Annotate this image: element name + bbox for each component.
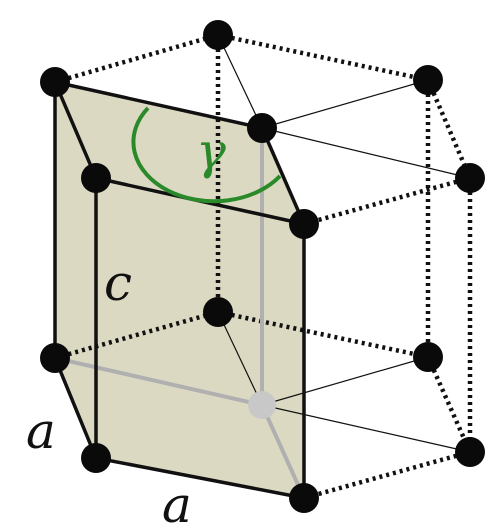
- atom-bottom-left: [40, 343, 70, 373]
- atom-bottom-center-hidden: [248, 391, 276, 419]
- gamma-angle-arc: [131, 106, 282, 204]
- atoms: [40, 20, 485, 513]
- top-center-lines: [217, 34, 471, 179]
- atom-top-back-right: [413, 65, 443, 95]
- atom-bottom-right: [455, 437, 485, 467]
- unit-cell-solid-edges: [53, 80, 306, 500]
- atom-bottom-front-left: [81, 443, 111, 473]
- atom-top-front-right: [289, 209, 319, 239]
- atom-bottom-back-right: [413, 342, 443, 372]
- atom-top-back-left: [203, 20, 233, 50]
- unit-cell-front-face: [96, 178, 304, 498]
- label-a-bottom: a: [162, 476, 192, 530]
- atom-bottom-front-right: [289, 483, 319, 513]
- atom-top-left: [40, 67, 70, 97]
- atom-top-front-left: [81, 163, 111, 193]
- label-c: c: [104, 254, 132, 312]
- atom-top-right: [455, 163, 485, 193]
- bottom-center-lines: [217, 311, 471, 453]
- atom-bottom-back-left: [203, 297, 233, 327]
- top-hexagon-dotted-edges: [54, 32, 473, 227]
- label-gamma: γ: [196, 122, 226, 180]
- hidden-cell-edges: [54, 128, 306, 499]
- label-a-left: a: [26, 402, 56, 460]
- atom-top-center: [247, 113, 277, 143]
- unit-cell-top-face: [55, 82, 304, 224]
- middle-hexagon-dotted-edges: [54, 309, 473, 501]
